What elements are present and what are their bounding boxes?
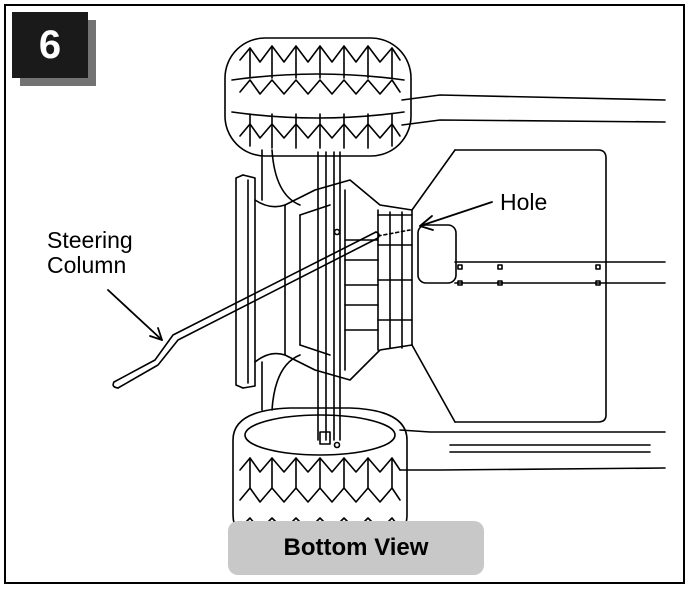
top-wheel bbox=[224, 37, 412, 157]
callout-arrows bbox=[107, 201, 493, 341]
step-number: 6 bbox=[38, 22, 62, 67]
chassis-ladder bbox=[284, 179, 413, 381]
body-outline bbox=[399, 94, 666, 471]
steering-column-arrow bbox=[107, 289, 163, 341]
steering-column-label-line2: Column bbox=[47, 252, 127, 278]
battery-compartment bbox=[411, 149, 666, 423]
front-bumper bbox=[235, 149, 301, 411]
hole-label: Hole bbox=[500, 189, 548, 215]
tie-rod bbox=[317, 151, 341, 449]
hole-arrow bbox=[419, 201, 493, 227]
view-caption-text: Bottom View bbox=[283, 534, 429, 561]
step-number-badge: 6 bbox=[12, 12, 88, 78]
steering-column bbox=[112, 229, 411, 389]
view-caption: Bottom View bbox=[228, 521, 484, 575]
hole-opening bbox=[417, 224, 457, 284]
steering-column-label: Steering Column bbox=[47, 228, 133, 278]
steering-column-label-line1: Steering bbox=[47, 227, 133, 253]
